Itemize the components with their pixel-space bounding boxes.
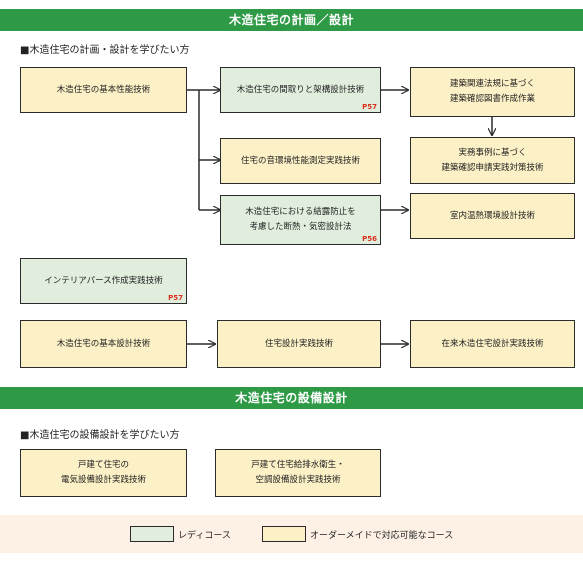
node-label: 在来木造住宅設計実践技術 xyxy=(441,338,544,349)
node-label: 木造住宅における結露防止を 考慮した断熱・気密設計法 xyxy=(245,207,356,232)
node-housing-design: 住宅設計実践技術 xyxy=(217,320,381,368)
node-label: 木造住宅の基本設計技術 xyxy=(56,338,151,349)
node-label: 木造住宅の基本性能技術 xyxy=(56,84,151,95)
node-indoor-thermal: 室内温熱環境設計技術 xyxy=(410,193,575,239)
legend-label-ready: レディコース xyxy=(178,531,231,541)
node-building-law: 建築関連法規に基づく 建築確認図書作成作業 xyxy=(410,67,575,117)
legend-swatch-ready xyxy=(130,526,174,542)
node-label: 木造住宅の間取りと架構設計技術 xyxy=(236,84,365,95)
node-label: インテリアパース作成実践技術 xyxy=(44,275,163,286)
node-label: 実務事例に基づく 建築確認申請実践対策技術 xyxy=(441,147,544,173)
node-basic-design: 木造住宅の基本設計技術 xyxy=(20,320,187,368)
node-label: 戸建て住宅給排水衛生・ 空調設備設計実践技術 xyxy=(251,460,345,485)
node-condensation: 木造住宅における結露防止を 考慮した断熱・気密設計法 P56 xyxy=(220,195,381,245)
node-case-study: 実務事例に基づく 建築確認申請実践対策技術 xyxy=(410,137,575,184)
legend-label-custom: オーダーメイドで対応可能なコース xyxy=(310,531,454,541)
node-electrical: 戸建て住宅の 電気設備設計実践技術 xyxy=(20,449,187,497)
page-ref: P56 xyxy=(362,235,377,243)
node-sound-env: 住宅の音環境性能測定実践技術 xyxy=(220,138,381,184)
page-ref: P57 xyxy=(168,294,183,302)
node-floor-plan: 木造住宅の間取りと架構設計技術 P57 xyxy=(220,67,381,113)
node-basic-performance: 木造住宅の基本性能技術 xyxy=(20,67,187,113)
node-label: 室内温熱環境設計技術 xyxy=(449,210,535,221)
node-label: 住宅設計実践技術 xyxy=(264,338,333,349)
section-banner-equipment: 木造住宅の設備設計 xyxy=(0,387,583,409)
section-banner-planning: 木造住宅の計画／設計 xyxy=(0,9,583,31)
page-ref: P57 xyxy=(362,103,377,111)
node-plumbing-hvac: 戸建て住宅給排水衛生・ 空調設備設計実践技術 xyxy=(215,449,381,497)
legend-swatch-custom xyxy=(262,526,306,542)
section-intro-equipment: ■木造住宅の設備設計を学びたい方 xyxy=(20,430,180,441)
section-intro-planning: ■木造住宅の計画・設計を学びたい方 xyxy=(20,45,190,56)
node-label: 住宅の音環境性能測定実践技術 xyxy=(240,155,360,166)
node-label: 戸建て住宅の 電気設備設計実践技術 xyxy=(60,460,146,485)
node-label: 建築関連法規に基づく 建築確認図書作成作業 xyxy=(449,79,535,104)
node-interior-perspective: インテリアパース作成実践技術 P57 xyxy=(20,258,187,304)
node-traditional-design: 在来木造住宅設計実践技術 xyxy=(410,320,575,368)
